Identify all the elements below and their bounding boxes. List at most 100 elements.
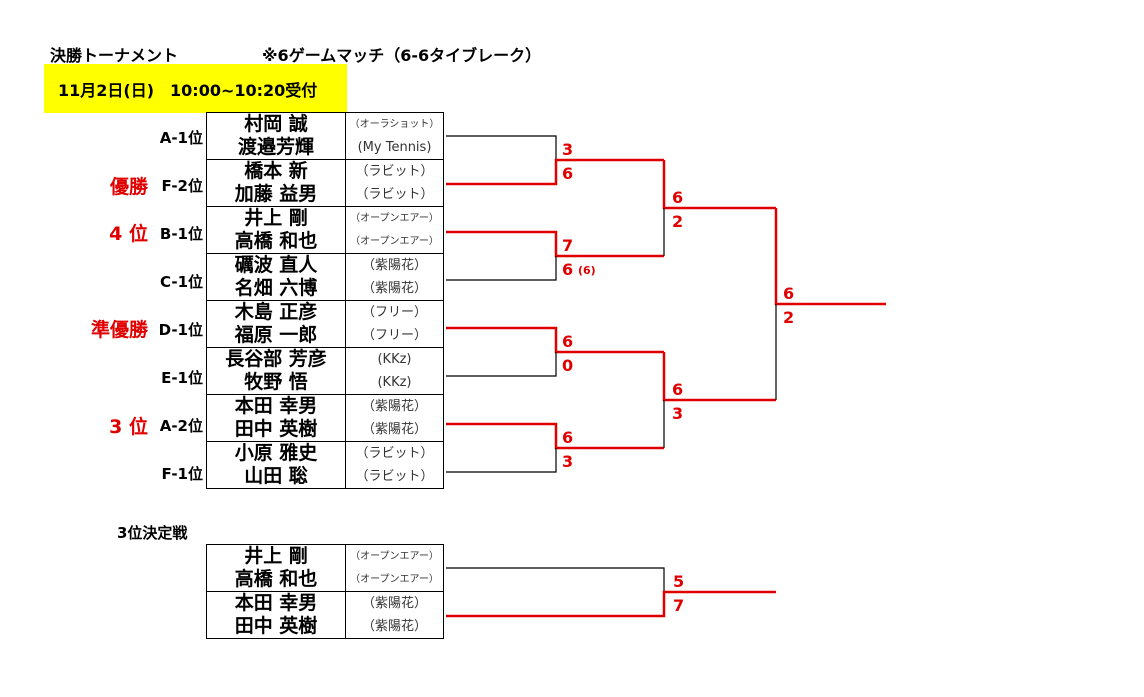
table-row: 高橋 和也 （オープンエアー）	[206, 230, 444, 254]
seed-label: E-1位	[161, 369, 203, 387]
bracket-line	[446, 448, 557, 473]
table-row: 加藤 益男 （ラビット）	[206, 183, 444, 207]
player-club: （オーラショット）	[345, 112, 444, 136]
player-name: 長谷部 芳彦	[206, 347, 346, 371]
score: 7	[562, 236, 574, 255]
third-place-table: 井上 剛 （オープンエアー） 高橋 和也 （オープンエアー） 本田 幸男 （紫陽…	[206, 544, 444, 639]
player-name: 木島 正彦	[206, 300, 346, 324]
score: 6	[562, 260, 574, 279]
player-name: 福原 一郎	[206, 324, 346, 348]
bracket-line	[446, 352, 557, 377]
table-row: 礪波 直人 （紫陽花）	[206, 253, 444, 277]
player-name: 渡邉芳輝	[206, 136, 346, 160]
table-row: 田中 英樹 （紫陽花）	[206, 615, 444, 639]
result-runner-up: 準優勝	[90, 319, 148, 341]
table-row: 高橋 和也 （オープンエアー）	[206, 568, 444, 592]
table-row: 山田 聡 （ラビット）	[206, 465, 444, 489]
tiebreak-score: (6)	[578, 264, 596, 277]
table-row: 本田 幸男 （紫陽花）	[206, 394, 444, 418]
player-name: 名畑 六博	[206, 277, 346, 301]
player-name: 山田 聡	[206, 465, 346, 489]
bracket-line	[446, 256, 557, 281]
bracket-line-win	[446, 158, 664, 186]
table-row: 本田 幸男 （紫陽花）	[206, 591, 444, 615]
third-place-title: 3位決定戦	[117, 524, 188, 542]
bracket-line-win	[446, 326, 664, 354]
score: 7	[673, 596, 685, 615]
player-club: （フリー）	[345, 300, 444, 324]
player-name: 礪波 直人	[206, 253, 346, 277]
score: 6	[562, 428, 574, 447]
table-row: 長谷部 芳彦 (KKz)	[206, 347, 444, 371]
player-club: (KKz)	[345, 347, 444, 371]
table-row: 橋本 新 （ラビット）	[206, 159, 444, 183]
player-club: （紫陽花）	[345, 591, 444, 615]
match-rule: ※6ゲームマッチ（6-6タイブレーク）	[262, 46, 542, 65]
seed-label: D-1位	[158, 321, 203, 339]
table-row: 村岡 誠 （オーラショット）	[206, 112, 444, 136]
score: 2	[783, 308, 795, 327]
player-club: （紫陽花）	[345, 394, 444, 418]
player-club: （ラビット）	[345, 441, 444, 465]
player-name: 田中 英樹	[206, 615, 346, 639]
player-name: 加藤 益男	[206, 183, 346, 207]
score: 3	[562, 140, 574, 159]
score: 2	[672, 212, 684, 231]
seed-label: F-1位	[161, 465, 203, 483]
score: 3	[562, 452, 574, 471]
score: 5	[673, 572, 685, 591]
date-banner: 11月2日(日) 10:00~10:20受付	[44, 64, 347, 113]
result-fourth: 4 位	[109, 223, 148, 245]
player-club: （オープンエアー）	[345, 544, 444, 568]
bracket-line-win	[446, 590, 776, 618]
seed-label: A-1位	[159, 129, 203, 147]
main-draw-table: 村岡 誠 （オーラショット） 渡邉芳輝 (My Tennis) 橋本 新 （ラビ…	[206, 112, 444, 489]
score: 0	[562, 356, 574, 375]
player-club: （ラビット）	[345, 183, 444, 207]
player-name: 小原 雅史	[206, 441, 346, 465]
player-club: （ラビット）	[345, 465, 444, 489]
score: 6	[562, 164, 574, 183]
bracket-line-win	[446, 422, 664, 450]
score: 3	[672, 404, 684, 423]
table-row: 木島 正彦 （フリー）	[206, 300, 444, 324]
score: 6	[672, 380, 684, 399]
player-club: （紫陽花）	[345, 277, 444, 301]
player-name: 田中 英樹	[206, 418, 346, 442]
score: 6	[562, 332, 574, 351]
player-name: 橋本 新	[206, 159, 346, 183]
player-club: （紫陽花）	[345, 253, 444, 277]
player-club: （フリー）	[345, 324, 444, 348]
player-club: （紫陽花）	[345, 418, 444, 442]
score: 6	[672, 188, 684, 207]
seed-label: F-2位	[161, 177, 203, 195]
seed-label: B-1位	[159, 225, 203, 243]
bracket-line-win	[446, 230, 664, 258]
player-name: 井上 剛	[206, 544, 346, 568]
player-name: 高橋 和也	[206, 230, 346, 254]
player-name: 本田 幸男	[206, 591, 346, 615]
player-club: (KKz)	[345, 371, 444, 395]
bracket-line	[446, 135, 557, 160]
score: 6	[783, 284, 795, 303]
player-name: 井上 剛	[206, 206, 346, 230]
bracket-line	[446, 567, 665, 592]
player-club: （紫陽花）	[345, 615, 444, 639]
seed-label: C-1位	[159, 273, 203, 291]
table-row: 牧野 悟 (KKz)	[206, 371, 444, 395]
table-row: 渡邉芳輝 (My Tennis)	[206, 136, 444, 160]
table-row: 小原 雅史 （ラビット）	[206, 441, 444, 465]
table-row: 福原 一郎 （フリー）	[206, 324, 444, 348]
table-row: 井上 剛 （オープンエアー）	[206, 206, 444, 230]
table-row: 田中 英樹 （紫陽花）	[206, 418, 444, 442]
player-name: 村岡 誠	[206, 112, 346, 136]
result-winner: 優勝	[109, 176, 148, 198]
player-name: 本田 幸男	[206, 394, 346, 418]
result-third: 3 位	[109, 416, 148, 438]
table-row: 名畑 六博 （紫陽花）	[206, 277, 444, 301]
page-title: 決勝トーナメント	[50, 46, 179, 65]
seed-label: A-2位	[159, 417, 203, 435]
player-club: （ラビット）	[345, 159, 444, 183]
player-club: （オープンエアー）	[345, 206, 444, 230]
